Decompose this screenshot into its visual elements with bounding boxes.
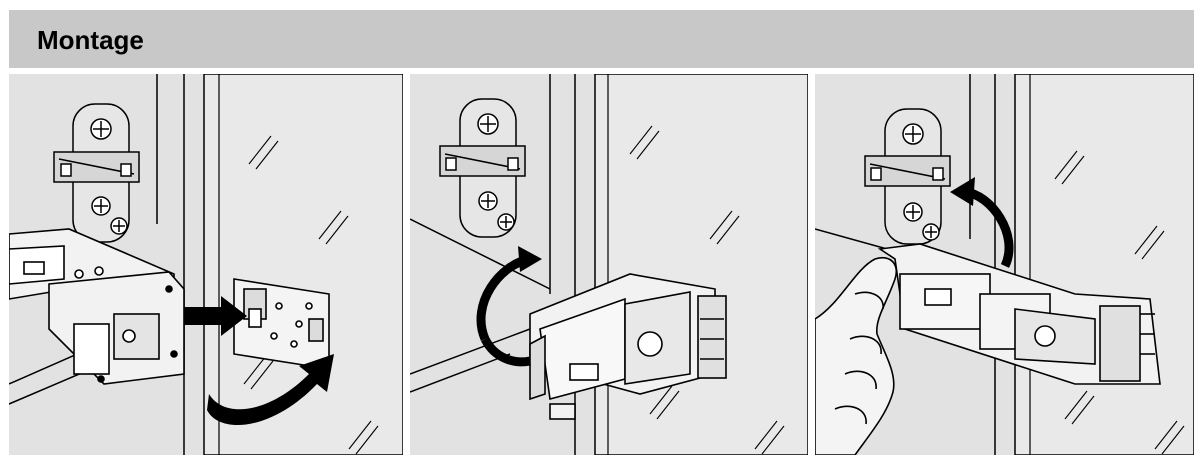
glass-door bbox=[1014, 74, 1194, 455]
mounting-plate bbox=[53, 103, 140, 243]
hinge-arm bbox=[9, 228, 185, 385]
glass-door bbox=[594, 74, 808, 455]
section-title: Montage bbox=[37, 25, 144, 55]
hinge-cup-plate bbox=[233, 278, 330, 370]
hinge-assembly bbox=[529, 273, 727, 420]
section-header: Montage bbox=[9, 10, 1194, 68]
glass-door bbox=[203, 74, 403, 455]
step-1-illustration bbox=[9, 74, 403, 455]
rotate-arrow bbox=[476, 246, 542, 367]
mounting-plate bbox=[439, 98, 526, 238]
step-2-illustration bbox=[410, 74, 808, 455]
hand bbox=[815, 257, 897, 455]
rotate-arrow bbox=[207, 354, 334, 426]
push-arrow bbox=[184, 296, 247, 336]
hinge-assembly bbox=[877, 243, 1161, 385]
rotate-arrow bbox=[950, 177, 1014, 268]
step-3-illustration bbox=[815, 74, 1194, 455]
mounting-plate bbox=[864, 108, 951, 245]
